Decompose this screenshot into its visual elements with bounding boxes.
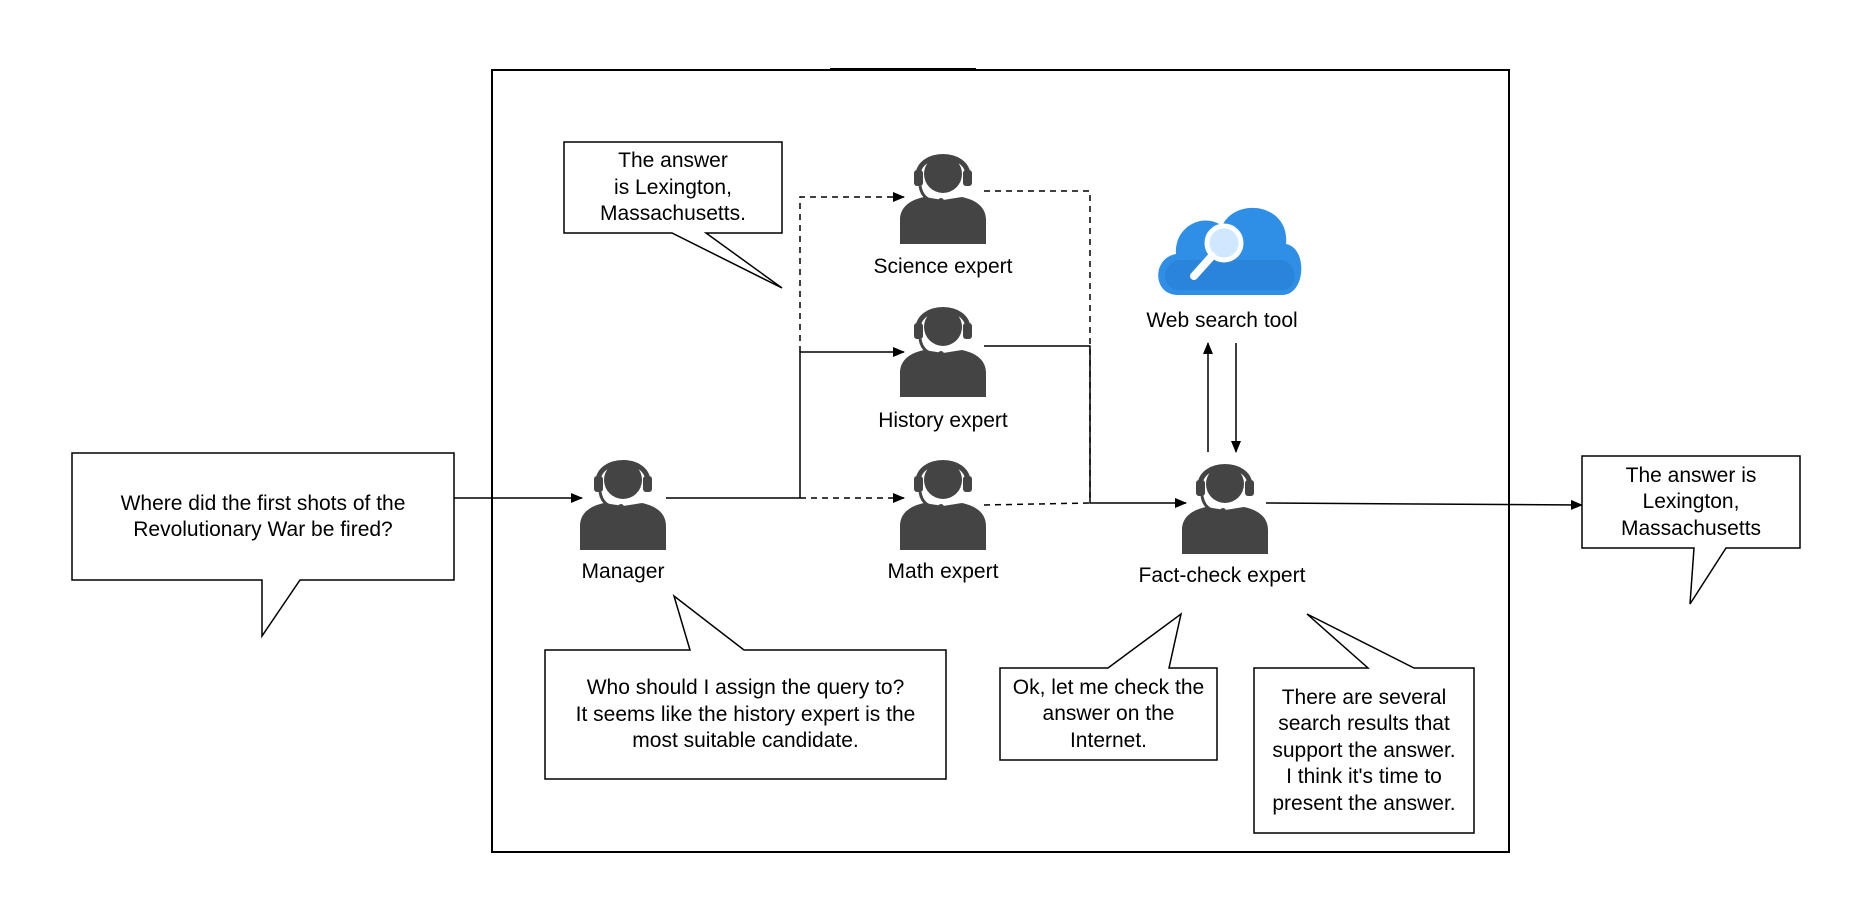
manager-thought-bubble	[544, 593, 947, 780]
web-search-tool-label: Web search tool	[1146, 309, 1298, 332]
manager-label: Manager	[581, 560, 665, 583]
arrow-factcheck-to-answer	[1265, 499, 1583, 510]
final-answer-text: The answer is Lexington, Massachusetts	[1620, 463, 1762, 540]
science-answer-bubble	[563, 141, 783, 289]
cloud-search-icon	[1158, 207, 1302, 295]
line-science-to-factcheck	[984, 190, 1091, 503]
fact-check-expert-icon	[1182, 465, 1268, 554]
science-expert-icon	[900, 155, 986, 244]
factcheck-result-text: There are several search results that su…	[1272, 685, 1456, 815]
math-expert-label: Math expert	[887, 560, 999, 583]
science-answer-text: The answer is Lexington, Massachusetts.	[600, 149, 746, 226]
science-expert-label: Science expert	[873, 255, 1013, 278]
history-expert-label: History expert	[878, 409, 1008, 432]
arrow-manager-to-science	[799, 192, 905, 352]
final-answer-bubble	[1581, 455, 1801, 605]
query-bubble	[71, 452, 455, 639]
factcheck-check-bubble	[999, 612, 1218, 761]
line-math-to-factcheck	[983, 502, 1091, 506]
query-text: Where did the first shots of the Revolut…	[120, 491, 406, 542]
history-expert-icon	[900, 308, 986, 397]
manager-thought-text: Who should I assign the query to? It see…	[575, 676, 916, 753]
math-expert-icon	[900, 461, 986, 550]
arrow-history-to-factcheck	[984, 345, 1187, 508]
manager-icon	[580, 461, 666, 550]
fact-check-expert-label: Fact-check expert	[1138, 564, 1306, 587]
factcheck-check-text: Ok, let me check the answer on the Inter…	[1012, 675, 1205, 752]
agent-group-frame	[491, 69, 1510, 853]
factcheck-result-bubble	[1253, 613, 1475, 834]
